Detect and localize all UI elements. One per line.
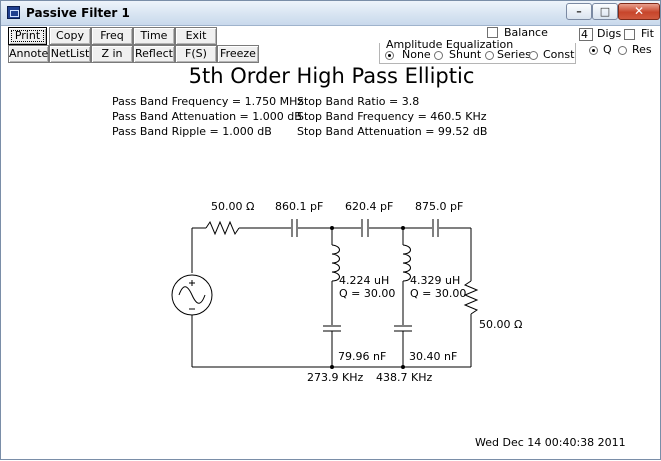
f2-label: 438.7 KHz — [376, 371, 433, 384]
eq-shunt-radio[interactable] — [434, 51, 443, 60]
res-radio[interactable] — [618, 46, 627, 55]
maximize-button[interactable]: □ — [592, 3, 618, 20]
q-label: Q — [603, 43, 612, 56]
l1-label: 4.224 uH — [339, 274, 390, 287]
minimize-button[interactable]: – — [566, 3, 592, 20]
eq-const-radio[interactable] — [529, 51, 538, 60]
balance-checkbox[interactable] — [487, 27, 498, 38]
eq-series-label: Series — [497, 48, 531, 61]
timestamp: Wed Dec 14 00:40:38 2011 — [475, 436, 626, 449]
eq-none-radio[interactable] — [385, 51, 394, 60]
c1-label: 860.1 pF — [275, 200, 324, 213]
digits-label: Digs — [597, 27, 622, 40]
stop-band-attenuation: Stop Band Attenuation = 99.52 dB — [297, 125, 488, 138]
source-resistor — [205, 220, 240, 236]
maximize-icon: □ — [599, 5, 611, 18]
amplitude-equalization-title: Amplitude Equalization — [384, 38, 516, 51]
digits-input[interactable]: 4 — [579, 28, 593, 41]
filter-title: 5th Order High Pass Elliptic — [188, 64, 475, 88]
eq-shunt-label: Shunt — [449, 48, 482, 61]
source-resistor-label: 50.00 Ω — [211, 200, 255, 213]
l2-q-label: Q = 30.00 — [410, 287, 467, 300]
time-button[interactable]: Time — [133, 27, 175, 45]
app-icon — [7, 6, 20, 19]
close-icon: ✕ — [633, 4, 645, 18]
pass-band-ripple: Pass Band Ripple = 1.000 dB — [112, 125, 272, 138]
amplitude-equalization-group — [379, 43, 576, 64]
l1-coil — [331, 244, 340, 282]
zin-button[interactable]: Z in — [91, 45, 133, 63]
fit-checkbox[interactable] — [624, 29, 635, 40]
c4-label: 79.96 nF — [338, 350, 387, 363]
eq-none-label: None — [402, 48, 431, 61]
fs-button[interactable]: F(S) — [175, 45, 217, 63]
title-bar[interactable]: Passive Filter 1 – □ ✕ — [1, 1, 660, 26]
c2-label: 620.4 pF — [345, 200, 394, 213]
sine-wave — [178, 286, 206, 304]
node-dot-4 — [401, 365, 405, 369]
eq-series-radio[interactable] — [485, 51, 494, 60]
fit-label: Fit — [641, 27, 654, 40]
stop-band-frequency: Stop Band Frequency = 460.5 KHz — [297, 110, 487, 123]
f1-label: 273.9 KHz — [307, 371, 364, 384]
l2-label: 4.329 uH — [410, 274, 461, 287]
l2-coil — [402, 244, 411, 282]
pass-band-frequency: Pass Band Frequency = 1.750 MHz — [112, 95, 304, 108]
pass-band-attenuation: Pass Band Attenuation = 1.000 dB — [112, 110, 302, 123]
load-resistor — [463, 280, 479, 315]
c3-label: 875.0 pF — [415, 200, 464, 213]
c5-label: 30.40 nF — [409, 350, 458, 363]
stop-band-ratio: Stop Band Ratio = 3.8 — [297, 95, 420, 108]
load-resistor-label: 50.00 Ω — [479, 318, 523, 331]
node-dot-1 — [330, 226, 334, 230]
node-dot-3 — [330, 365, 334, 369]
copy-button[interactable]: Copy — [49, 27, 91, 45]
window-title: Passive Filter 1 — [26, 6, 130, 20]
balance-label: Balance — [504, 26, 548, 39]
l1-q-label: Q = 30.00 — [339, 287, 396, 300]
res-label: Res — [632, 43, 652, 56]
minimize-icon: – — [576, 5, 582, 18]
annote-button[interactable]: Annote — [8, 45, 49, 63]
freeze-button[interactable]: Freeze — [217, 45, 259, 63]
print-button[interactable]: Print — [8, 27, 47, 45]
netlist-button[interactable]: NetList — [49, 45, 91, 63]
q-radio[interactable] — [589, 46, 598, 55]
freq-button[interactable]: Freq — [91, 27, 133, 45]
node-dot-2 — [401, 226, 405, 230]
close-button[interactable]: ✕ — [618, 3, 660, 20]
exit-button[interactable]: Exit — [175, 27, 217, 45]
eq-const-label: Const — [543, 48, 575, 61]
reflect-button[interactable]: Reflect — [133, 45, 175, 63]
